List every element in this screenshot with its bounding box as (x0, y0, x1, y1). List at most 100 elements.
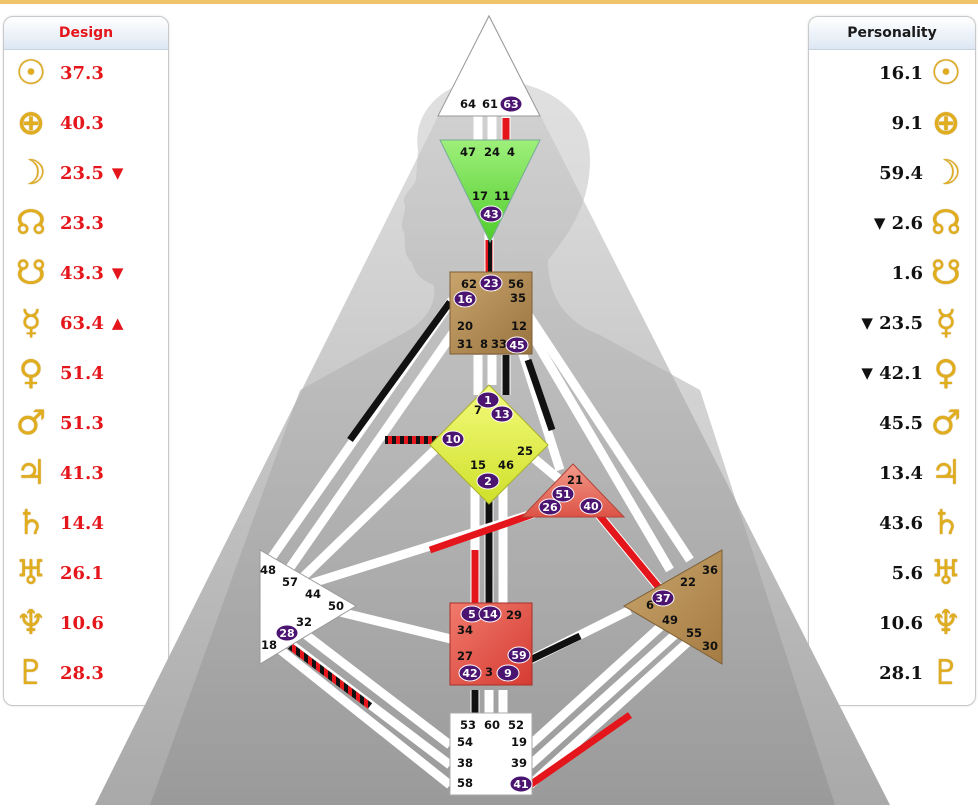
personality-row-mars: 45.5♂ (809, 403, 969, 443)
mercury-icon: ☿ (935, 303, 957, 343)
gate-label-27: 27 (457, 649, 473, 663)
gate-badge-16[interactable]: 16 (453, 290, 477, 308)
gate-badge-45[interactable]: 45 (505, 336, 529, 354)
gate-badge-51[interactable]: 51 (551, 485, 575, 503)
channel-16-48-active (347, 299, 453, 443)
sun-icon: ☉ (930, 53, 962, 93)
venus-icon: ♀ (18, 353, 44, 393)
gate-label-39: 39 (511, 756, 527, 770)
design-row-mars: ♂51.3 (8, 403, 112, 443)
badge-shape (275, 624, 299, 642)
badge-number: 16 (457, 293, 473, 306)
badge-shape (478, 605, 502, 623)
jupiter-icon: ♃ (930, 453, 962, 493)
personality-value: 2.6 (891, 212, 923, 234)
gate-label-46: 46 (498, 458, 514, 472)
personality-panel-title: Personality (809, 17, 975, 50)
personality-value: 10.6 (879, 612, 923, 634)
design-value: 28.3 (60, 662, 104, 684)
badge-number: 2 (484, 475, 492, 488)
design-value: 26.1 (60, 562, 104, 584)
direction-arrow-icon: ▼ (111, 264, 124, 282)
mars-icon: ♂ (930, 403, 962, 443)
gate-badge-9[interactable]: 9 (496, 664, 520, 682)
badge-shape (505, 336, 529, 354)
badge-number: 13 (494, 408, 509, 421)
badge-shape (476, 391, 500, 409)
gate-label-24: 24 (484, 145, 500, 159)
badge-shape (509, 775, 533, 793)
badge-shape (479, 274, 503, 292)
channel-49-19 (526, 614, 674, 749)
design-row-saturn: ♄14.4 (8, 503, 112, 543)
badge-number: 28 (279, 627, 294, 640)
gate-badge-28[interactable]: 28 (275, 624, 299, 642)
gate-badge-13[interactable]: 13 (490, 405, 514, 423)
gate-badge-43[interactable]: 43 (479, 205, 503, 223)
g-center[interactable] (429, 384, 549, 505)
gate-badge-26[interactable]: 26 (538, 498, 562, 516)
gate-label-49: 49 (662, 613, 678, 627)
gate-badge-2[interactable]: 2 (476, 472, 500, 490)
gate-label-7: 7 (474, 403, 482, 417)
personality-value: 43.6 (879, 512, 923, 534)
design-row-moon: ☽23.5▼ (8, 153, 124, 193)
personality-row-south-node: 1.6☋ (809, 253, 969, 293)
personality-value: 28.1 (879, 662, 923, 684)
gate-label-56: 56 (508, 277, 524, 291)
moon-icon: ☽ (930, 153, 962, 193)
gate-label-44: 44 (305, 587, 321, 601)
north-node-icon: ☊ (930, 203, 962, 243)
gate-badge-41[interactable]: 41 (509, 775, 533, 793)
design-value: 51.3 (60, 412, 104, 434)
gate-badge-1[interactable]: 1 (476, 391, 500, 409)
gate-label-17: 17 (472, 189, 488, 203)
channel-12-22 (524, 325, 674, 573)
design-panel-title: Design (4, 17, 168, 50)
gate-badge-14[interactable]: 14 (478, 605, 502, 623)
gate-badge-37[interactable]: 37 (651, 589, 675, 607)
direction-arrow-icon: ▼ (111, 164, 124, 182)
personality-row-north-node: ▼2.6☊ (809, 203, 969, 243)
gate-label-52: 52 (508, 718, 524, 732)
gate-label-8: 8 (480, 337, 488, 351)
gate-label-22: 22 (680, 575, 696, 589)
design-value: 43.3 (60, 262, 104, 284)
badge-shape (551, 485, 575, 503)
gate-label-53: 53 (460, 718, 476, 732)
neptune-icon: ♆ (15, 603, 47, 643)
saturn-icon: ♄ (930, 503, 962, 543)
solar-plexus-center[interactable] (623, 549, 723, 665)
channel-45-21-active (524, 358, 556, 432)
gate-badge-42[interactable]: 42 (458, 664, 482, 682)
gate-label-34: 34 (457, 623, 473, 637)
ajna-center[interactable] (439, 139, 541, 244)
mercury-icon: ☿ (20, 303, 42, 343)
gate-badge-63[interactable]: 63 (499, 95, 523, 113)
personality-value: 23.5 (879, 312, 923, 334)
gate-badge-59[interactable]: 59 (507, 646, 531, 664)
personality-value: 16.1 (879, 62, 923, 84)
gate-label-31: 31 (457, 337, 473, 351)
gate-badge-23[interactable]: 23 (479, 274, 503, 292)
badge-shape (490, 405, 514, 423)
gate-label-55: 55 (686, 626, 702, 640)
gate-badge-40[interactable]: 40 (579, 497, 603, 515)
badge-number: 10 (445, 433, 461, 446)
direction-arrow-icon: ▼ (861, 364, 873, 382)
design-row-venus: ♀ 51.4 (8, 353, 112, 393)
personality-row-jupiter: 13.4♃ (809, 453, 969, 493)
gate-label-50: 50 (328, 599, 344, 613)
badge-number: 1 (484, 394, 492, 407)
channel-10-57 (296, 436, 449, 584)
gate-label-61: 61 (482, 97, 498, 111)
badge-shape (441, 430, 465, 448)
design-value: 51.4 (60, 362, 104, 384)
badge-shape (499, 95, 523, 113)
design-row-sun: ☉37.3 (8, 53, 112, 93)
head-center[interactable] (437, 14, 541, 117)
saturn-icon: ♄ (15, 503, 47, 543)
badge-shape (453, 290, 477, 308)
design-row-earth: ⊕40.3 (8, 103, 112, 143)
gate-badge-10[interactable]: 10 (441, 430, 465, 448)
